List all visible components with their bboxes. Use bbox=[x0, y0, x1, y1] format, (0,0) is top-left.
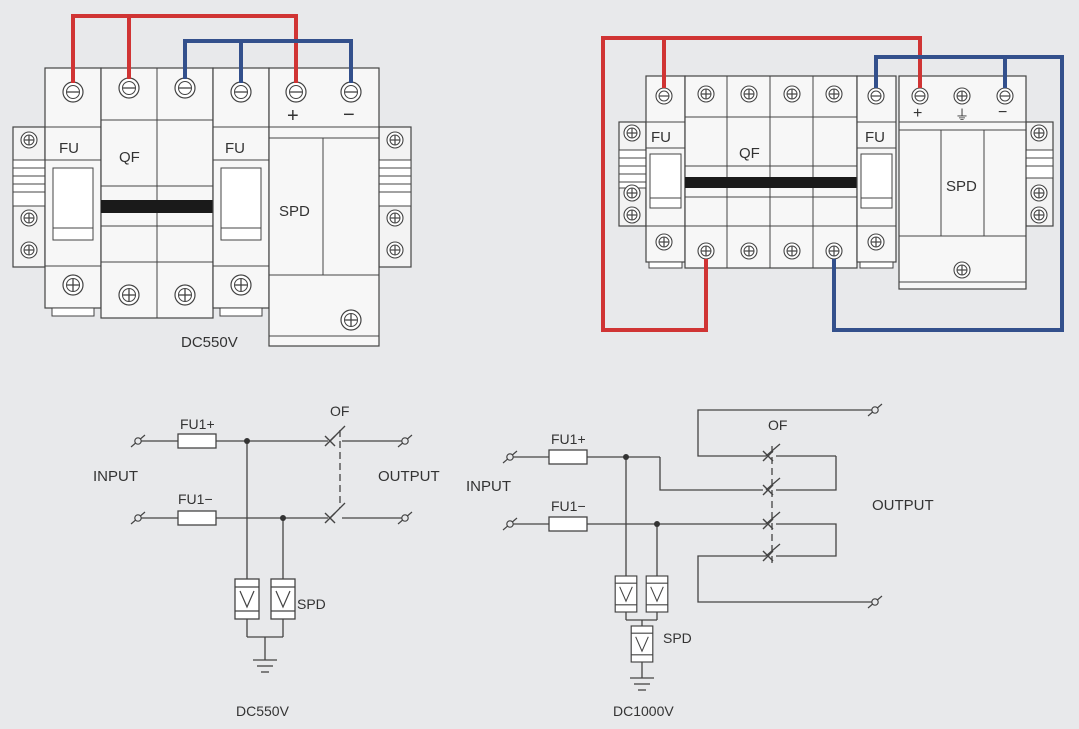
spd-label: SPD bbox=[297, 596, 326, 612]
fu1-positive-label: FU1+ bbox=[180, 416, 215, 432]
caption-dc550v-top: DC550V bbox=[181, 334, 238, 351]
module-assembly-dc550v: FU QF FU SPD + − DC550V bbox=[12, 14, 412, 351]
spd-label: SPD bbox=[946, 178, 977, 195]
fuse-holder-left bbox=[44, 67, 102, 317]
fu-left-label: FU bbox=[59, 140, 79, 157]
schematic-dc1000v bbox=[510, 409, 875, 691]
positive-wiring bbox=[71, 14, 298, 83]
schematic-dc1000v-marks: FU1+ FU1− OF INPUT OUTPUT SPD DC1000V bbox=[466, 403, 934, 719]
spd-label: SPD bbox=[663, 630, 692, 646]
fuse-fu1-positive bbox=[548, 449, 588, 465]
surge-protector-spd bbox=[268, 67, 380, 347]
qf-label: QF bbox=[739, 145, 760, 162]
plus-terminal-label: + bbox=[913, 105, 922, 122]
switch-of-label: OF bbox=[330, 403, 349, 419]
left-end-clamp bbox=[12, 126, 46, 268]
input-label: INPUT bbox=[93, 468, 138, 485]
plus-terminal-label: + bbox=[287, 105, 299, 127]
qf-handle-bar bbox=[685, 177, 857, 188]
fu-right-label: FU bbox=[225, 140, 245, 157]
spd-label: SPD bbox=[279, 203, 310, 220]
minus-terminal-label: − bbox=[998, 104, 1007, 121]
output-label: OUTPUT bbox=[872, 497, 934, 514]
fuse-fu1-positive bbox=[177, 433, 217, 449]
schematic-dc550v bbox=[138, 425, 405, 673]
schematic-dc550v-marks: FU1+ FU1− OF INPUT OUTPUT SPD DC550V bbox=[93, 403, 440, 719]
fuse-fu1-negative bbox=[177, 510, 217, 526]
qf-label: QF bbox=[119, 149, 140, 166]
fuse-holder-left bbox=[645, 75, 686, 269]
fuse-holder-right bbox=[856, 75, 897, 269]
fu-right-label: FU bbox=[865, 129, 885, 146]
fu1-negative-label: FU1− bbox=[551, 498, 586, 514]
caption-dc550v: DC550V bbox=[236, 703, 290, 719]
negative-wiring bbox=[832, 55, 1064, 332]
right-end-clamp bbox=[378, 126, 412, 268]
circuit-breaker-qf bbox=[684, 75, 858, 269]
fuse-fu1-negative bbox=[548, 516, 588, 532]
circuit-breaker-qf bbox=[100, 67, 214, 319]
right-end-clamp bbox=[1025, 121, 1054, 227]
positive-wiring bbox=[601, 36, 922, 332]
fu1-negative-label: FU1− bbox=[178, 491, 213, 507]
input-label: INPUT bbox=[466, 478, 511, 495]
qf-handle-bar bbox=[101, 200, 213, 213]
fu1-positive-label: FU1+ bbox=[551, 431, 586, 447]
negative-wiring bbox=[183, 39, 353, 83]
caption-dc1000v: DC1000V bbox=[613, 703, 674, 719]
switch-of-label: OF bbox=[768, 417, 787, 433]
ground-terminal-label: ⏚ bbox=[955, 107, 969, 123]
left-end-clamp bbox=[618, 121, 647, 227]
output-label: OUTPUT bbox=[378, 468, 440, 485]
surge-protector-spd bbox=[898, 75, 1027, 290]
minus-terminal-label: − bbox=[343, 104, 355, 126]
module-assembly-dc1000v: FU QF FU SPD + ⏚ − bbox=[601, 36, 1064, 332]
fuse-holder-right bbox=[212, 67, 270, 317]
fu-left-label: FU bbox=[651, 129, 671, 146]
